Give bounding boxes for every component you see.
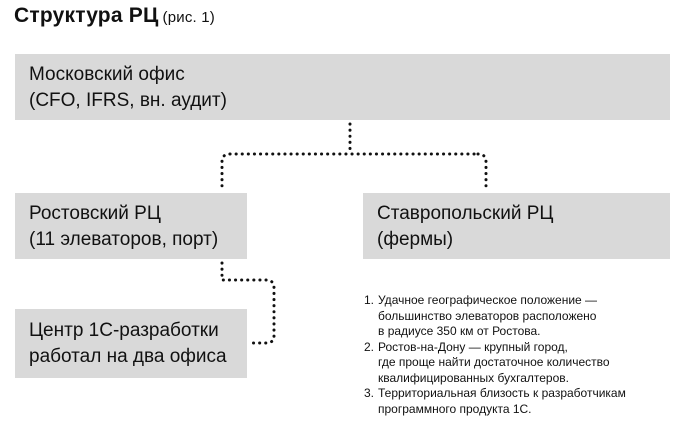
stavropol-center-box: Ставропольский РЦ (фермы)	[363, 193, 670, 259]
title-main: Структура РЦ	[14, 4, 159, 27]
note-line: большинство элеваторов расположено	[378, 308, 597, 323]
note-number: 3.	[364, 386, 375, 400]
dev-center-line1: Центр 1С-разработки	[29, 320, 219, 341]
note-line: Территориальная близость к разработчикам	[378, 386, 626, 400]
stavropol-center-name: Ставропольский РЦ	[377, 203, 554, 224]
stavropol-center-detail: (фермы)	[377, 229, 454, 250]
note-number: 1.	[364, 293, 375, 307]
connector-rostov-to-center	[220, 261, 276, 345]
note-number: 2.	[364, 339, 375, 354]
connector-moscow-to-branches	[220, 122, 488, 190]
title-figure-ref: (рис. 1)	[162, 9, 215, 26]
moscow-office-detail: (CFO, IFRS, вн. аудит)	[29, 90, 227, 111]
note-item: 3. Территориальная близость к разработчи…	[362, 386, 626, 417]
moscow-office-name: Московский офис	[29, 64, 185, 85]
note-line: в радиусе 350 км от Ростова.	[378, 324, 541, 338]
note-line: программного продукта 1С.	[378, 401, 532, 416]
rostov-center-name: Ростовский РЦ	[29, 203, 161, 224]
rostov-center-detail: (11 элеваторов, порт)	[29, 229, 219, 250]
note-line: квалифицированных бухгалтеров.	[378, 370, 569, 385]
note-item: 2. Ростов-на-Дону — крупный город, где п…	[362, 340, 626, 387]
dev-center-line2: работал на два офиса	[29, 346, 227, 367]
moscow-office-box: Московский офис (CFO, IFRS, вн. аудит)	[15, 54, 670, 120]
rostov-center-box: Ростовский РЦ (11 элеваторов, порт)	[15, 193, 247, 259]
note-line: Удачное географическое положение —	[378, 293, 598, 307]
note-item: 1. Удачное географическое положение — бо…	[362, 293, 626, 340]
note-line: где проще найти достаточное количество	[378, 355, 610, 369]
dev-center-box: Центр 1С-разработки работал на два офиса	[15, 309, 247, 378]
diagram-title: Структура РЦ(рис. 1)	[14, 4, 215, 28]
notes-list: 1. Удачное географическое положение — бо…	[362, 293, 626, 417]
note-line: Ростов-на-Дону — крупный город,	[378, 339, 568, 354]
